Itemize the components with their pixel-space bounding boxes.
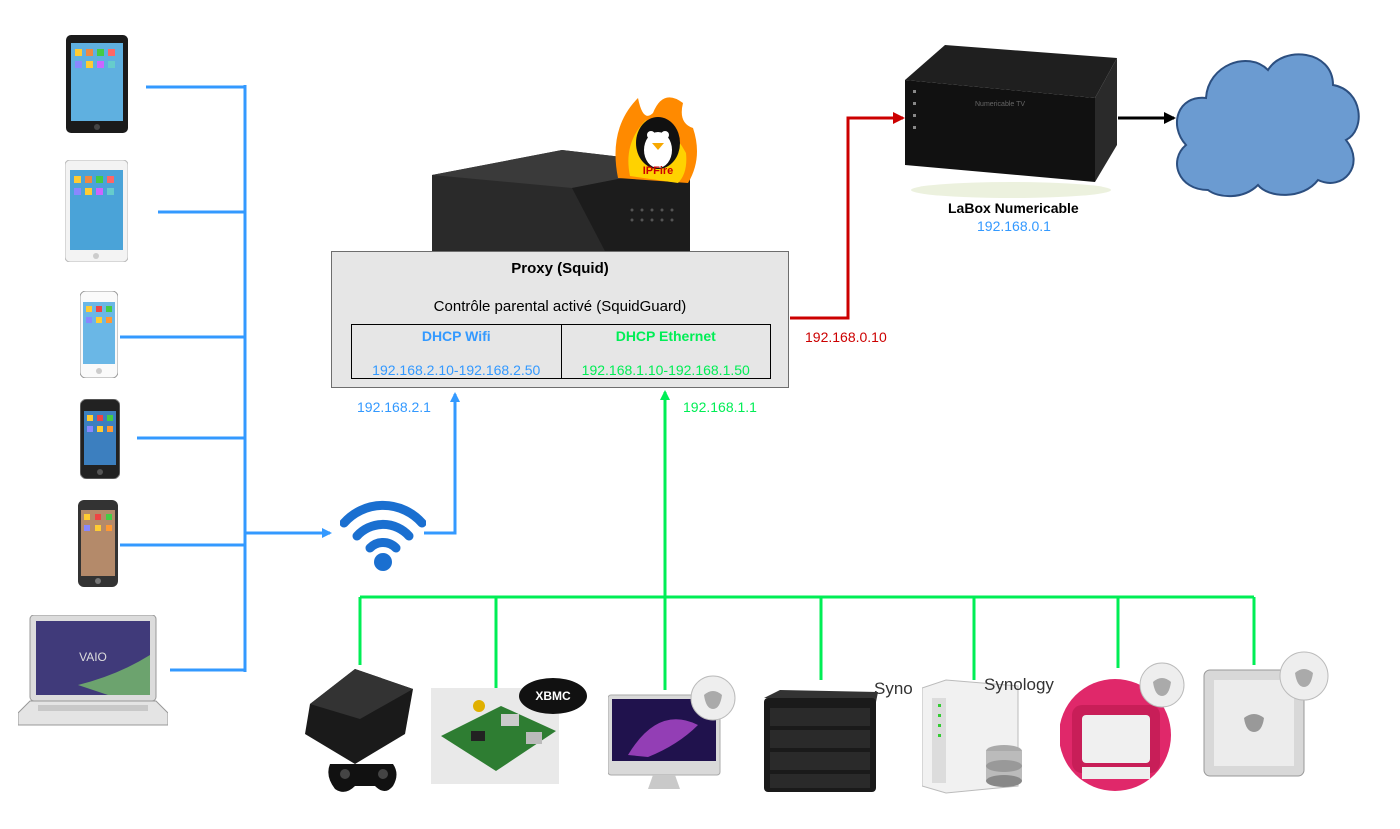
proxy-box: Proxy (Squid) Contrôle parental activé (… — [331, 251, 789, 388]
ipad-icon — [66, 35, 128, 133]
dhcp-wifi-range: 192.168.2.10-192.168.2.50 — [372, 362, 541, 378]
svg-text:Synology: Synology — [874, 679, 912, 698]
nas-ds411-icon: Synology — [764, 679, 912, 792]
ps3-icon — [305, 669, 413, 792]
wifi-icon — [340, 500, 426, 571]
wifi-bus — [120, 85, 460, 672]
laptop-icon: VAIO — [18, 615, 168, 726]
cloud-icon — [1176, 53, 1360, 198]
powermac-icon — [1203, 651, 1329, 777]
wan-ip-label: 192.168.0.10 — [805, 329, 887, 345]
proxy-title: Proxy (Squid) — [511, 260, 609, 277]
imac-icon — [608, 675, 736, 789]
iphone4-icon — [80, 399, 120, 479]
svg-text:XBMC: XBMC — [535, 689, 571, 703]
svg-text:IPFire: IPFire — [643, 165, 674, 177]
router-ip: 192.168.0.1 — [977, 218, 1051, 234]
svg-text:Numericable TV: Numericable TV — [975, 101, 1025, 108]
ethernet-bus — [358, 390, 1256, 690]
proxy-subtitle: Contrôle parental activé (SquidGuard) — [433, 298, 687, 315]
dhcp-ethernet-label: DHCP Ethernet — [615, 328, 716, 344]
iphone6-icon — [78, 500, 118, 587]
dhcp-table: DHCP Wifi 192.168.2.10-192.168.2.50 DHCP… — [351, 324, 771, 379]
router-name: LaBox Numericable — [948, 200, 1079, 216]
dhcp-wifi-cell: DHCP Wifi 192.168.2.10-192.168.2.50 — [352, 325, 561, 378]
ipad-white-icon — [65, 160, 128, 262]
dhcp-ethernet-range: 192.168.1.10-192.168.1.50 — [581, 362, 750, 378]
router-icon: Numericable TV — [905, 45, 1117, 198]
svg-text:Synology: Synology — [984, 675, 1054, 694]
nas-ds213-icon: Synology — [922, 675, 1054, 794]
wan-link — [790, 112, 905, 320]
dhcp-wifi-label: DHCP Wifi — [421, 328, 491, 344]
ipfire-logo: IPFire — [615, 97, 697, 183]
wifi-gateway-label: 192.168.2.1 — [357, 399, 431, 415]
svg-text:VAIO: VAIO — [79, 650, 107, 664]
raspberry-pi-icon: XBMC — [431, 678, 587, 784]
ethernet-gateway-label: 192.168.1.1 — [683, 399, 757, 415]
dhcp-ethernet-cell: DHCP Ethernet 192.168.1.10-192.168.1.50 — [560, 325, 771, 378]
iphone5c-icon — [80, 291, 118, 378]
imac-g3-icon — [1060, 662, 1185, 791]
